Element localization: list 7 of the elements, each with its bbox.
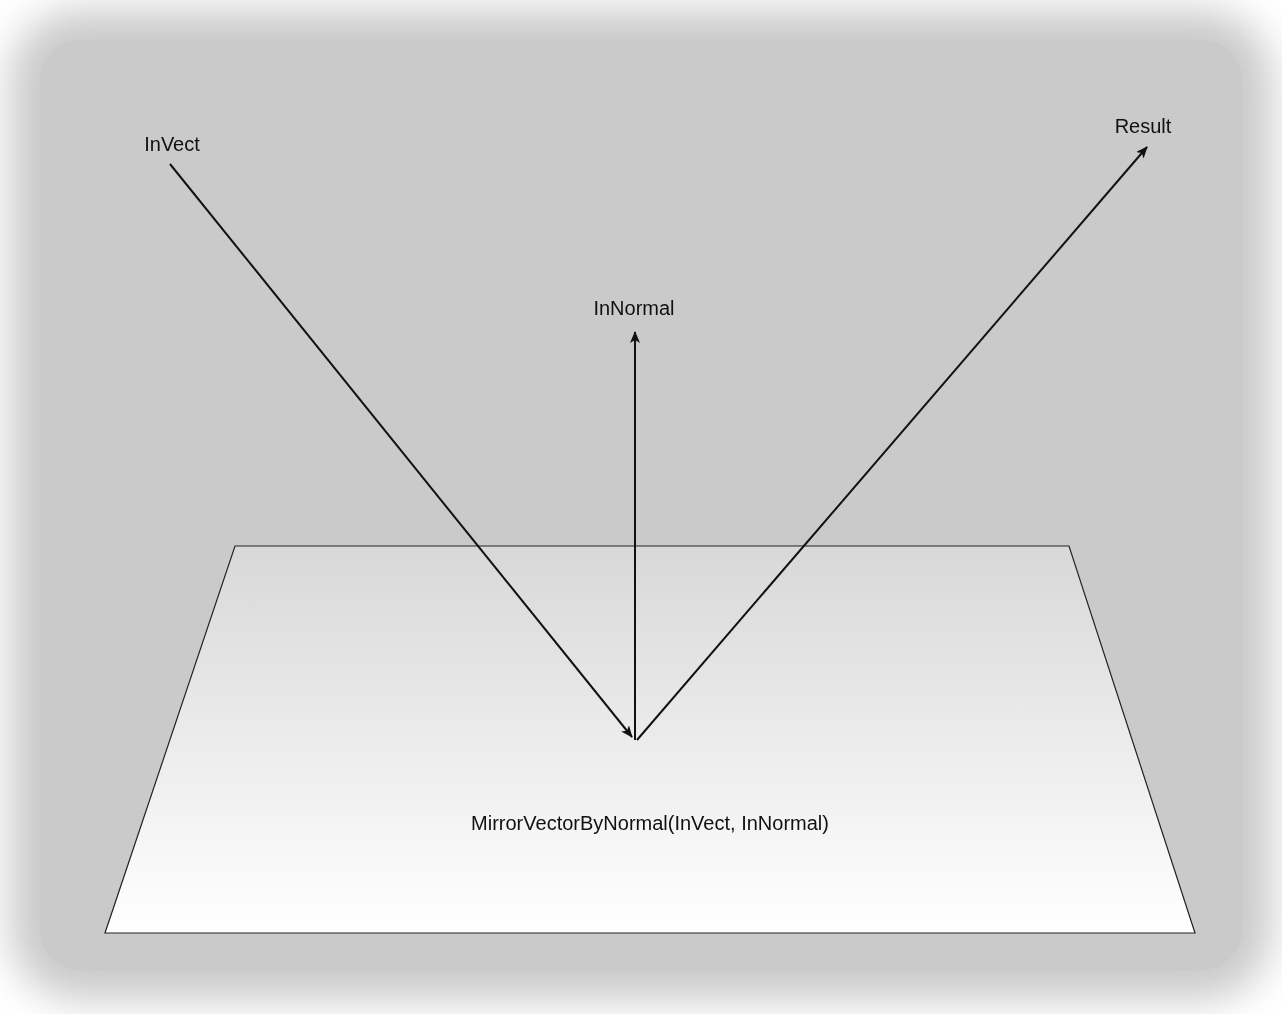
function-label: MirrorVectorByNormal(InVect, InNormal) [471,812,829,835]
vector-label: InVect [144,132,200,156]
vector-label: Result [1114,114,1172,138]
arrow [169,163,633,738]
arrow [636,146,1148,741]
vector-label: InNormal [593,296,675,320]
arrow [630,331,640,741]
